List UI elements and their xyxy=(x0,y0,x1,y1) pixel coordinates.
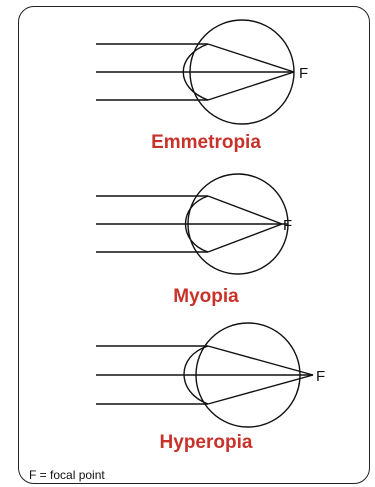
emmetropia-title: Emmetropia xyxy=(106,132,306,154)
hyperopia-title: Hyperopia xyxy=(106,432,306,454)
myopia-refracted-bottom xyxy=(208,224,282,252)
hyperopia-focal-label: F xyxy=(316,368,325,385)
myopia-focal-label: F xyxy=(283,217,292,234)
myopia-refracted-top xyxy=(208,196,282,224)
emmetropia-refracted-top xyxy=(208,44,294,72)
hyperopia-eye xyxy=(96,323,313,427)
myopia-eye xyxy=(96,174,288,274)
focal-point-legend: F = focal point xyxy=(29,468,105,482)
emmetropia-eye xyxy=(96,20,294,124)
emmetropia-refracted-bottom xyxy=(208,72,294,100)
myopia-title: Myopia xyxy=(106,286,306,308)
emmetropia-focal-label: F xyxy=(299,65,308,82)
